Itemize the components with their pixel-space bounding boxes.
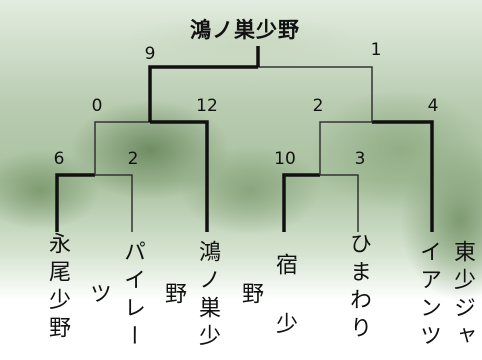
bracket-line-final-right	[258, 66, 373, 122]
score-r1-right: 2	[127, 149, 139, 169]
bracket-line-pirates	[95, 174, 133, 232]
team-himawari: ひまわり	[346, 232, 371, 344]
score-sf-left-a: 0	[91, 96, 103, 116]
score-r1-left: 6	[53, 149, 65, 169]
team-shuku: 宿 少 野	[238, 252, 297, 340]
team-konosu: 鴻ノ巣少野	[161, 240, 220, 352]
score-final-left: 9	[144, 44, 156, 64]
bracket-line-himawari	[320, 174, 359, 232]
score-final-right: 1	[370, 40, 382, 60]
score-sf-right-a: 2	[312, 96, 324, 116]
bracket-line-left-sf-a	[94, 121, 150, 175]
bracket-line-konosu	[150, 120, 209, 232]
bracket-line-shuku	[282, 173, 320, 232]
score-r1b-left: 10	[274, 149, 296, 169]
score-sf-left-b: 12	[196, 96, 218, 116]
bracket-line-right-sf-a	[319, 121, 372, 175]
bracket-line-higashi	[372, 120, 434, 232]
score-sf-right-b: 4	[427, 96, 439, 116]
team-nagao: 永尾少野	[45, 232, 70, 344]
team-pirates: パイレーツ	[86, 240, 145, 352]
score-r1b-right: 3	[354, 149, 366, 169]
bracket-line-final-left	[148, 65, 258, 122]
background-photo	[0, 0, 482, 300]
team-higashi: 東少ジャイアンツ	[416, 240, 475, 352]
bracket-line-nagao	[55, 173, 95, 232]
champion-title: 鴻ノ巣少野	[190, 18, 300, 42]
